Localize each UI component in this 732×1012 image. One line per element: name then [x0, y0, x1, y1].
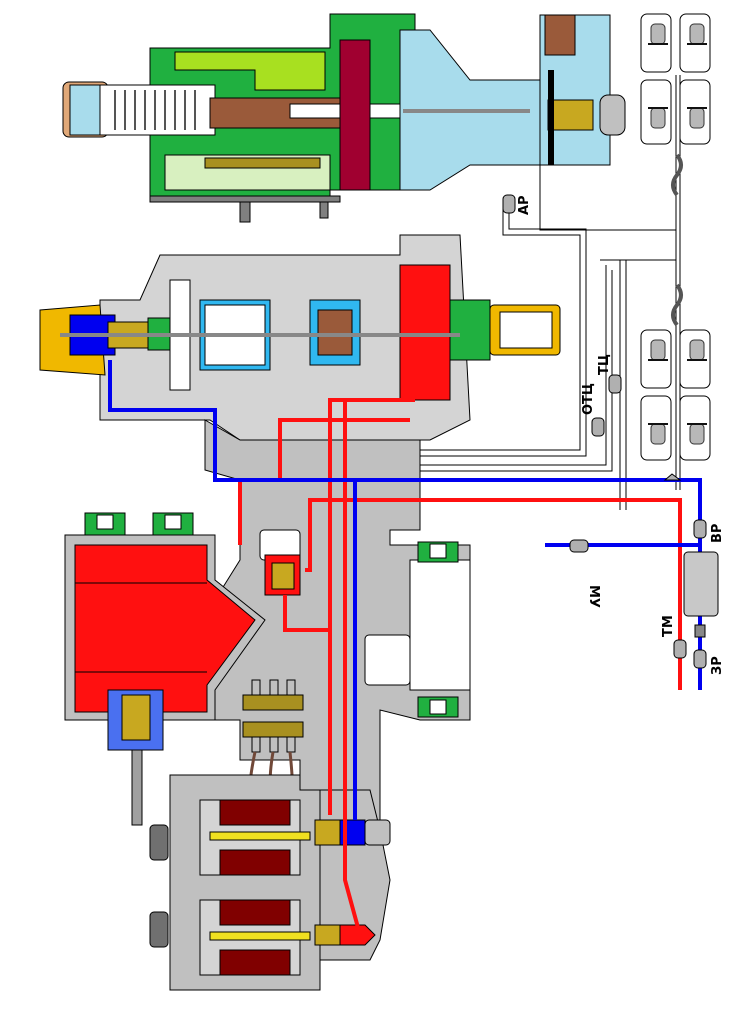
label-mu: МУ: [586, 585, 601, 608]
label-ar: АР: [517, 195, 532, 215]
label-tc: ТЦ: [597, 354, 612, 375]
brake-cylinder-2: [689, 23, 705, 45]
label-tm: ТМ: [661, 615, 676, 637]
valves: [502, 194, 707, 669]
brake-cylinders: [648, 23, 707, 445]
plug-right-top: [417, 541, 459, 563]
brake-cylinder-circuit-bottom: [640, 329, 711, 461]
plug-top-left: [84, 512, 126, 536]
pipe-lines: [214, 160, 676, 510]
plug-top-right: [152, 512, 194, 536]
brake-cylinder-3: [650, 107, 666, 129]
solenoid-valves: [149, 774, 391, 991]
brake-cylinder-7: [650, 423, 666, 445]
valve-tm: [673, 639, 687, 659]
coupling: [663, 473, 682, 481]
label-vr: ВР: [710, 524, 725, 543]
brake-cylinder-6: [689, 339, 705, 361]
filter: [264, 554, 301, 596]
knob-bottom: [149, 911, 169, 948]
brake-cylinder-5: [650, 339, 666, 361]
valve-zr: [693, 649, 707, 669]
flex-hose-1: [671, 153, 683, 197]
regulator-top: [62, 13, 626, 223]
valve-mu: [569, 539, 589, 553]
plug-right-bottom: [417, 696, 459, 718]
valve-ar: [502, 194, 516, 214]
valve-vr: [693, 519, 707, 539]
brake-cylinder-1: [650, 23, 666, 45]
valve-tc: [608, 374, 622, 394]
label-zr: ЗР: [710, 656, 725, 675]
knob-top: [149, 824, 169, 861]
brake-cylinder-4: [689, 107, 705, 129]
label-otc: ОТЦ: [581, 383, 596, 415]
red-lines: [238, 398, 682, 936]
flex-hose-2: [671, 283, 683, 327]
brake-cylinder-8: [689, 423, 705, 445]
reservoir-chamber: [64, 512, 459, 826]
relay-valve: [39, 234, 561, 441]
brake-cylinder-circuit-top: [640, 13, 711, 490]
auxiliary-reservoir: [683, 551, 719, 638]
valve-otc: [591, 417, 605, 437]
